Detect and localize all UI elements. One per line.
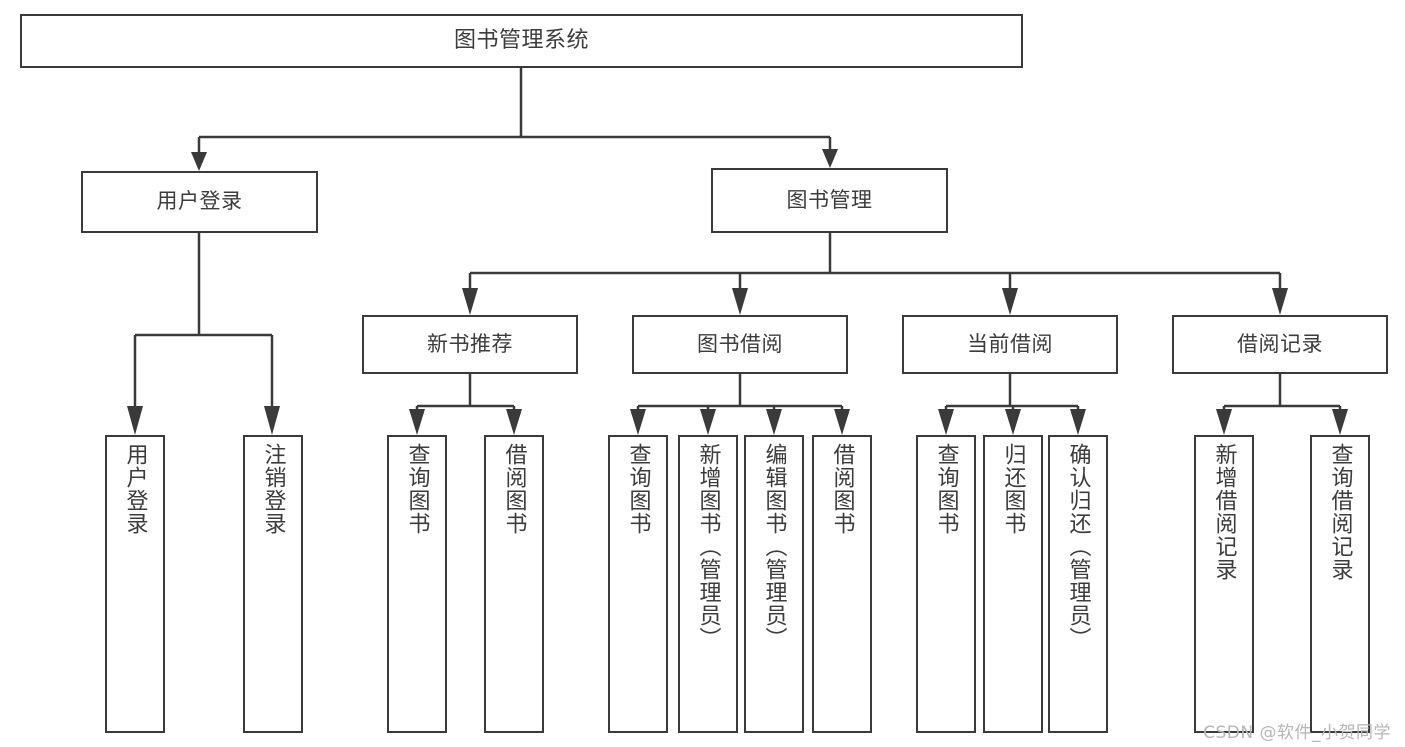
node-leaf-user-login[interactable]: 用户登录 bbox=[105, 435, 165, 733]
node-label: 新增图书（管理员） bbox=[695, 443, 721, 650]
node-label: 查询借阅记录 bbox=[1327, 443, 1353, 581]
node-label: 查询图书 bbox=[404, 443, 430, 535]
node-label: 归还图书 bbox=[1000, 443, 1026, 535]
node-leaf-logout[interactable]: 注销登录 bbox=[243, 435, 303, 733]
node-label: 新书推荐 bbox=[427, 331, 513, 356]
node-borrow-record[interactable]: 借阅记录 bbox=[1172, 315, 1388, 374]
node-leaf-edit-book-admin[interactable]: 编辑图书（管理员） bbox=[744, 435, 804, 733]
node-leaf-add-borrow-record[interactable]: 新增借阅记录 bbox=[1194, 435, 1254, 733]
node-label: 借阅记录 bbox=[1237, 331, 1323, 356]
node-label: 图书管理系统 bbox=[453, 27, 589, 53]
node-leaf-query-book-current[interactable]: 查询图书 bbox=[916, 435, 976, 733]
node-label: 用户登录 bbox=[122, 443, 148, 535]
node-label: 图书借阅 bbox=[697, 331, 783, 356]
node-label: 图书管理 bbox=[786, 187, 873, 212]
node-label: 查询图书 bbox=[933, 443, 959, 535]
node-leaf-confirm-return-admin[interactable]: 确认归还（管理员） bbox=[1048, 435, 1108, 733]
node-label: 确认归还（管理员） bbox=[1065, 443, 1091, 650]
node-label: 借阅图书 bbox=[829, 443, 855, 535]
node-label: 当前借阅 bbox=[967, 331, 1053, 356]
node-leaf-return-book[interactable]: 归还图书 bbox=[983, 435, 1043, 733]
node-label: 编辑图书（管理员） bbox=[761, 443, 787, 650]
node-label: 借阅图书 bbox=[501, 443, 527, 535]
node-label: 注销登录 bbox=[260, 443, 286, 535]
node-label: 新增借阅记录 bbox=[1211, 443, 1237, 581]
csdn-watermark: CSDN @软件_小贺同学 bbox=[1203, 723, 1391, 743]
node-root-system[interactable]: 图书管理系统 bbox=[20, 14, 1023, 68]
node-user-login[interactable]: 用户登录 bbox=[81, 171, 318, 233]
node-leaf-borrow-book-recommend[interactable]: 借阅图书 bbox=[484, 435, 544, 733]
node-leaf-add-book-admin[interactable]: 新增图书（管理员） bbox=[678, 435, 738, 733]
node-leaf-query-book-recommend[interactable]: 查询图书 bbox=[387, 435, 447, 733]
node-new-book-recommend[interactable]: 新书推荐 bbox=[362, 315, 578, 374]
node-leaf-borrow-book[interactable]: 借阅图书 bbox=[812, 435, 872, 733]
node-current-borrow[interactable]: 当前借阅 bbox=[902, 315, 1118, 374]
node-label: 查询图书 bbox=[625, 443, 651, 535]
node-book-management[interactable]: 图书管理 bbox=[711, 168, 948, 233]
node-label: 用户登录 bbox=[156, 189, 243, 214]
node-book-borrow[interactable]: 图书借阅 bbox=[632, 315, 848, 374]
node-leaf-query-book-borrow[interactable]: 查询图书 bbox=[608, 435, 668, 733]
node-leaf-query-borrow-record[interactable]: 查询借阅记录 bbox=[1310, 435, 1370, 733]
